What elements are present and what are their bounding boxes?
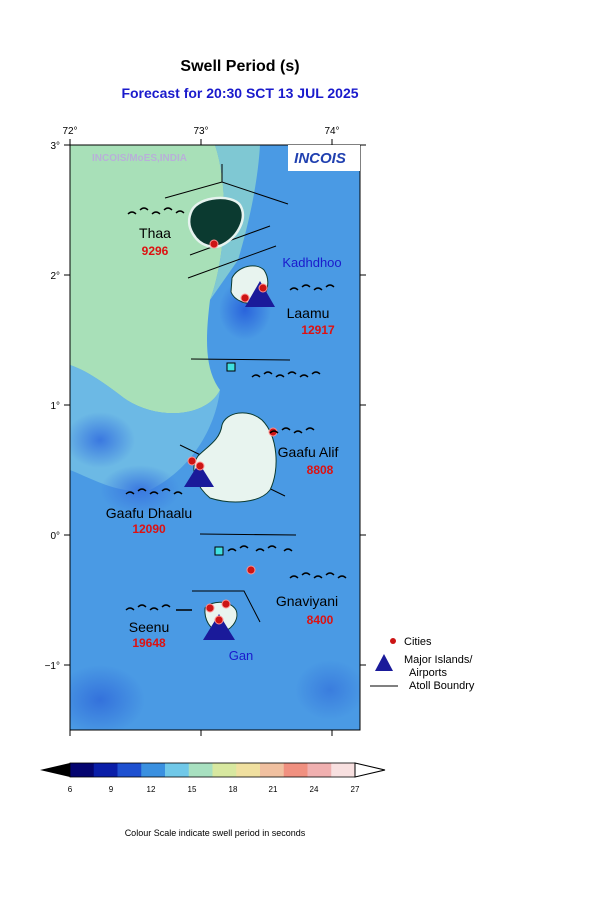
region-name: Seenu [129,619,169,635]
colorbar-tick: 9 [109,785,114,794]
colorbar-cell [260,763,285,777]
axis-labels: 72° 73° 74° 3° 2° 1° 0° −1° [45,126,340,672]
region-value: 19648 [132,636,166,650]
colorbar-cell [141,763,166,777]
colorbar-cell [331,763,356,777]
x-tick-label: 72° [62,126,77,137]
incois-logo: INCOIS [288,145,360,171]
buoy-marker [214,546,224,556]
y-tick-label: 1° [50,401,60,412]
x-tick-label: 73° [193,126,208,137]
map-title: Swell Period (s) [180,58,300,75]
colorbar-cell [283,763,308,777]
colorbar-tick: 18 [229,785,238,794]
region-labels: Thaa 9296 Laamu 12917 Gaafu Alif 8808 Ga… [106,225,342,663]
colorbar-cell [70,763,95,777]
region-value: 12917 [301,323,335,337]
thaana-script-glyphs [125,207,347,611]
region-name: Laamu [287,305,330,321]
buoy-marker [226,362,236,372]
colorbar-tick: 21 [269,785,278,794]
airport-markers [184,281,275,640]
map-legend: Cities Major Islands/ Airports Atoll Bou… [370,636,475,692]
legend-city-symbol [390,638,396,644]
logo-text: INCOIS [294,150,346,167]
legend-cities: Cities [404,636,432,648]
atoll-thaa [187,196,245,248]
colorbar-tick: 27 [351,785,360,794]
colorbar-tick: 24 [310,785,319,794]
region-name: Gaafu Alif [278,444,339,460]
colorbar-low-arrow [40,763,70,777]
colorbar-cell [93,763,118,777]
colorbar-tick: 6 [68,785,73,794]
colorbar-cell [117,763,142,777]
city-markers [187,239,278,625]
legend-major-islands: Major Islands/ [404,654,473,666]
airport-label: Kadhdhoo [282,255,341,270]
colorbar-cell [188,763,213,777]
region-value: 9296 [142,244,169,258]
y-tick-label: −1° [45,661,60,672]
region-name: Thaa [139,225,171,241]
colorbar-tick: 15 [188,785,197,794]
legend-airports: Airports [409,667,447,679]
atoll-gaafu [193,412,277,503]
forecast-subtitle: Forecast for 20:30 SCT 13 JUL 2025 [121,85,359,101]
region-value: 12090 [132,522,166,536]
region-value: 8808 [307,463,334,477]
airport-label: Gan [229,648,254,663]
colorbar-caption: Colour Scale indicate swell period in se… [124,828,306,838]
y-tick-label: 2° [50,271,60,282]
airport-gan-marker [203,614,235,640]
colorbar-cell [307,763,332,777]
colorbar-cell [236,763,261,777]
map-frame [69,144,361,731]
colorbar-cell [165,763,190,777]
airport-gaafu-marker [184,463,214,487]
legend-atoll-boundary: Atoll Boundry [409,680,475,692]
y-tick-label: 3° [50,141,60,152]
region-value: 8400 [307,613,334,627]
colorbar: 6 9 12 15 18 21 24 27 [40,762,386,794]
region-name: Gaafu Dhaalu [106,505,192,521]
legend-island-symbol [375,654,393,671]
region-name: Gnaviyani [276,593,338,609]
colorbar-high-arrow [354,762,386,778]
axis-ticks [64,139,366,736]
x-tick-label: 74° [324,126,339,137]
airport-kadhdhoo-marker [245,281,275,307]
colorbar-tick: 12 [147,785,156,794]
y-tick-label: 0° [50,531,60,542]
colorbar-cell [212,763,237,777]
watermark-text: INCOIS/MoES,INDIA [92,153,187,164]
